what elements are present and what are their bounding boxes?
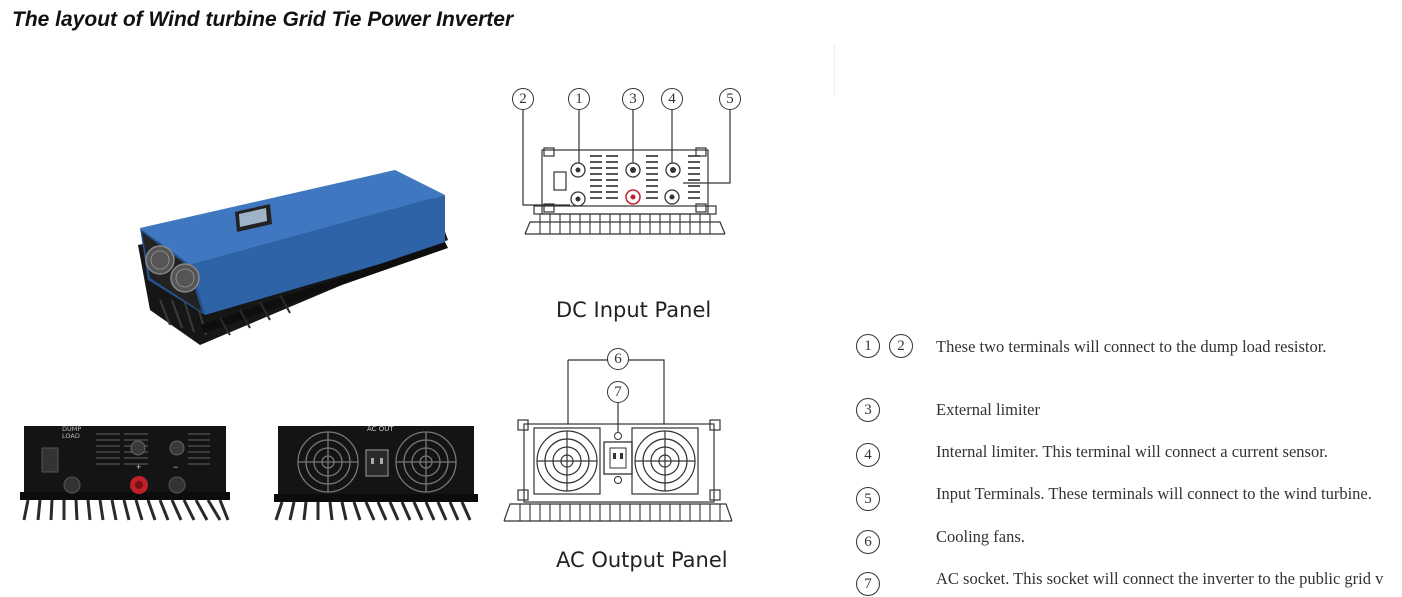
legend-num-4: 4 [856,443,880,467]
callout-2: 2 [512,88,534,110]
dc-side-photo [20,426,230,521]
callout-6: 6 [607,348,629,370]
legend-text-4: Internal limiter. This terminal will con… [936,442,1328,461]
ac-out-label: AC OUT [367,425,394,433]
dump-load-label: DUMP LOAD [62,425,82,440]
plus-label: + [136,462,142,472]
legend-text-1-2: These two terminals will connect to the … [936,337,1327,356]
ac-side-photo [274,426,478,521]
legend-num-7: 7 [856,572,880,596]
legend-num-1: 1 [856,334,880,358]
legend-text-7: AC socket. This socket will connect the … [936,569,1384,588]
ac-output-panel-diagram [503,419,733,522]
legend-text-6: Cooling fans. [936,527,1025,546]
legend-num-3: 3 [856,398,880,422]
legend-text-3: External limiter [936,400,1041,419]
legend-num-6: 6 [856,530,880,554]
divider [834,44,835,96]
inverter-photo [138,170,448,345]
callout-5: 5 [719,88,741,110]
callout-3: 3 [622,88,644,110]
dc-panel-label: DC Input Panel [556,298,712,322]
callout-4: 4 [661,88,683,110]
legend-num-5: 5 [856,487,880,511]
dc-input-panel-diagram [524,147,726,235]
page-title: The layout of Wind turbine Grid Tie Powe… [12,8,514,31]
callout-7: 7 [607,381,629,403]
legend-num-2: 2 [889,334,913,358]
callout-1: 1 [568,88,590,110]
ac-panel-label: AC Output Panel [556,548,728,572]
minus-label: − [173,462,179,472]
legend-text-5: Input Terminals. These terminals will co… [936,484,1372,503]
